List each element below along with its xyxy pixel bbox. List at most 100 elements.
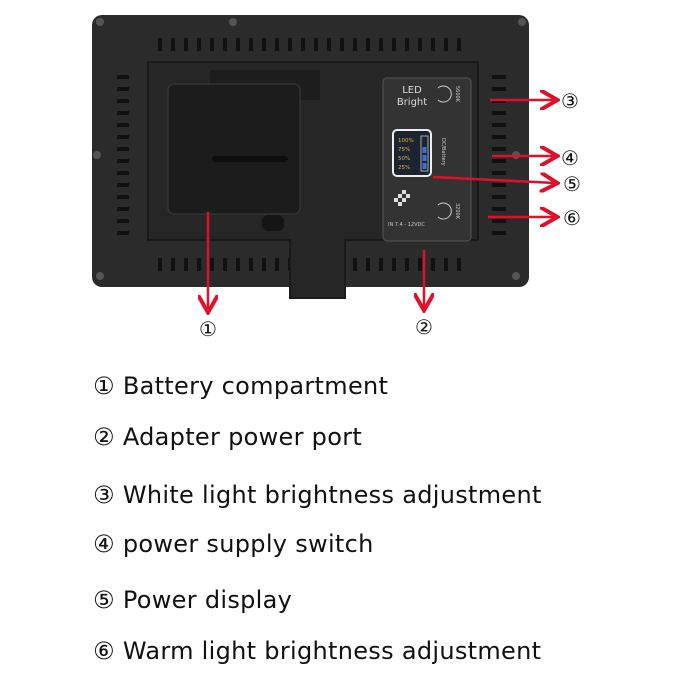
checker-icon bbox=[394, 190, 410, 206]
vent-slot bbox=[249, 38, 253, 51]
vent-slot bbox=[117, 87, 129, 91]
vent-slot bbox=[158, 38, 162, 51]
vent-slot bbox=[171, 258, 175, 271]
vent-slot bbox=[492, 219, 506, 223]
vent-slot bbox=[197, 38, 201, 51]
callout-4: ④ bbox=[561, 146, 579, 170]
callout-5: ⑤ bbox=[563, 172, 581, 196]
callout-6: ⑥ bbox=[563, 206, 581, 230]
vent-slot bbox=[197, 258, 201, 271]
vent-slot bbox=[301, 38, 305, 51]
vent-slot bbox=[184, 258, 188, 271]
vent-slot bbox=[353, 258, 357, 271]
vent-slot bbox=[210, 38, 214, 51]
vent-slot bbox=[405, 258, 409, 271]
vent-slot bbox=[117, 219, 129, 223]
vent-slot bbox=[366, 258, 370, 271]
vent-slot bbox=[418, 38, 422, 51]
input-label: IN 7.4 - 12VDC bbox=[388, 222, 425, 228]
vent-slot bbox=[340, 38, 344, 51]
device-diagram: LED Bright 5600K 100% 75% 50% 25% DC/Bat… bbox=[92, 15, 581, 341]
vent-slot bbox=[288, 38, 292, 51]
vent-slot bbox=[457, 38, 461, 51]
vent-slot bbox=[492, 111, 506, 115]
battery-level-icon bbox=[420, 135, 429, 172]
svg-text:25%: 25% bbox=[398, 165, 410, 171]
vent-slot bbox=[492, 195, 506, 199]
vent-slot bbox=[327, 38, 331, 51]
vent-slot bbox=[117, 207, 129, 211]
callout-2: ② bbox=[415, 315, 433, 339]
callout-3: ③ bbox=[561, 89, 579, 113]
vent-slot bbox=[117, 171, 129, 175]
vent-slot bbox=[249, 258, 253, 271]
vent-slot bbox=[210, 258, 214, 271]
vent-slot bbox=[314, 38, 318, 51]
vent-slot bbox=[117, 99, 129, 103]
vent-slot bbox=[353, 38, 357, 51]
vent-slot bbox=[223, 258, 227, 271]
battery-compartment bbox=[167, 83, 301, 231]
vent-slot bbox=[117, 75, 129, 79]
control-label-panel: LED Bright 5600K 100% 75% 50% 25% DC/Bat… bbox=[382, 77, 472, 242]
vent-slot bbox=[431, 258, 435, 271]
vent-slot bbox=[184, 38, 188, 51]
vent-slot bbox=[117, 195, 129, 199]
vent-slot bbox=[492, 231, 506, 235]
vent-slot bbox=[492, 159, 506, 163]
vent-slot bbox=[492, 75, 506, 79]
vent-slot bbox=[492, 183, 506, 187]
vent-slot bbox=[444, 38, 448, 51]
callout-1: ① bbox=[199, 317, 217, 341]
vent-slot bbox=[444, 258, 448, 271]
vent-slot bbox=[117, 147, 129, 151]
svg-text:100%: 100% bbox=[398, 138, 414, 144]
vent-slot bbox=[275, 38, 279, 51]
vent-slot bbox=[117, 231, 129, 235]
svg-text:75%: 75% bbox=[398, 147, 410, 153]
vent-slot bbox=[117, 123, 129, 127]
vent-slot bbox=[366, 38, 370, 51]
vent-slot bbox=[236, 258, 240, 271]
svg-text:3200K: 3200K bbox=[454, 203, 460, 220]
led-label: LED bbox=[402, 85, 422, 96]
vent-slot bbox=[262, 38, 266, 51]
vent-slot bbox=[492, 123, 506, 127]
vent-slot bbox=[457, 258, 461, 271]
vent-slot bbox=[379, 258, 383, 271]
callout-arrows bbox=[208, 100, 555, 310]
svg-text:50%: 50% bbox=[398, 156, 410, 162]
vent-slot bbox=[418, 258, 422, 271]
vent-slot bbox=[379, 38, 383, 51]
vent-slot bbox=[492, 171, 506, 175]
warm-dial-icon bbox=[437, 202, 452, 220]
vent-slot bbox=[117, 159, 129, 163]
vent-slot bbox=[392, 38, 396, 51]
white-dial-icon bbox=[437, 85, 452, 103]
vent-slot bbox=[492, 135, 506, 139]
vent-slot bbox=[262, 258, 266, 271]
vent-slot bbox=[223, 38, 227, 51]
vent-slot bbox=[492, 207, 506, 211]
svg-text:5600K: 5600K bbox=[454, 86, 460, 103]
vent-slot bbox=[171, 38, 175, 51]
vent-slot bbox=[392, 258, 396, 271]
vent-slot bbox=[431, 38, 435, 51]
vent-slot bbox=[405, 38, 409, 51]
switch-label: DC/Battery bbox=[440, 138, 446, 166]
vent-slot bbox=[117, 183, 129, 187]
vent-slot bbox=[158, 258, 162, 271]
vent-slot bbox=[492, 147, 506, 151]
vent-slot bbox=[117, 111, 129, 115]
vent-slot bbox=[275, 258, 279, 271]
vent-slot bbox=[492, 87, 506, 91]
bright-label: Bright bbox=[397, 97, 427, 108]
vent-slot bbox=[236, 38, 240, 51]
vent-slot bbox=[117, 135, 129, 139]
